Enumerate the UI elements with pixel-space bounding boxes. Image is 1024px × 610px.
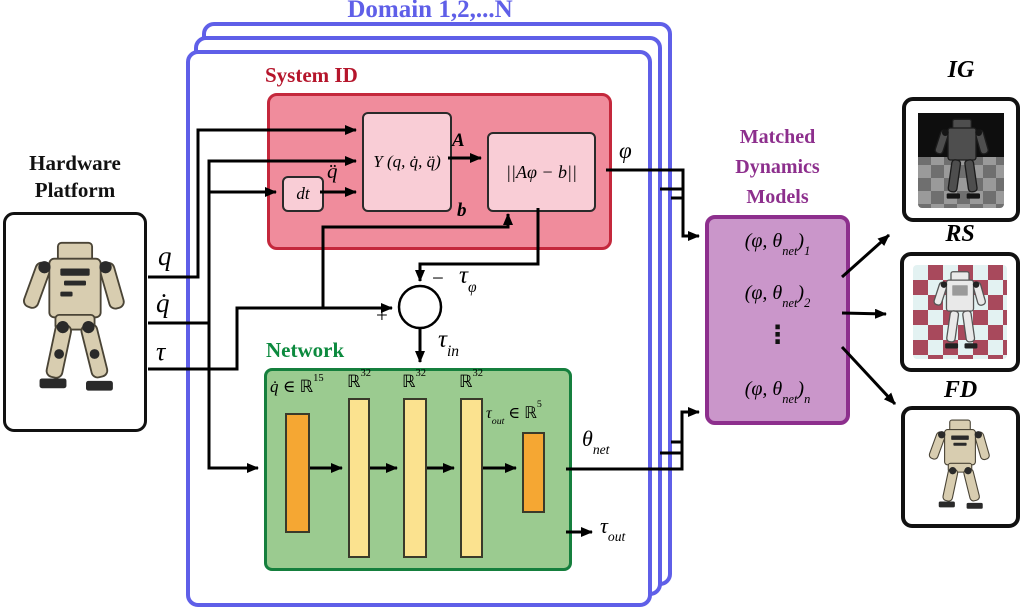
dt-label: dt: [296, 184, 310, 203]
entry2-close: ): [797, 282, 805, 304]
network-hidden-bar-3: [460, 398, 483, 558]
hidden2-set: ℝ: [402, 372, 416, 392]
hidden3-set: ℝ: [459, 372, 473, 392]
label-b: b: [457, 200, 467, 221]
simulator-box-fd: [901, 406, 1020, 528]
label-qddot: q̈: [327, 159, 338, 183]
simulator-label-fd: FD: [943, 377, 978, 403]
input-dim-pre: q̇ ∈: [270, 377, 300, 396]
tau-in-sub: in: [446, 343, 460, 361]
network-hidden-bar-1: [348, 398, 370, 558]
entry1-sub: net: [782, 243, 798, 258]
entryn-index: n: [804, 391, 811, 406]
network-output-dim-label: τout ∈ ℝ5: [486, 400, 542, 427]
theta-net-base: θ: [582, 426, 593, 451]
theta-net-sub: net: [592, 442, 610, 458]
simulator-box-ig: [902, 97, 1020, 222]
system-id-label: System ID: [265, 63, 358, 87]
network-input-bar: [285, 413, 310, 533]
matched-title-line2: Dynamics: [735, 156, 820, 178]
tau-out-sub: out: [607, 529, 626, 545]
matched-models-title: Matched Dynamics Models: [705, 122, 850, 212]
hidden1-set: ℝ: [347, 372, 361, 392]
label-qdot: q̇: [156, 288, 170, 318]
network-label: Network: [266, 338, 345, 362]
label-A: A: [452, 130, 465, 151]
hidden2-sup: 32: [415, 367, 426, 379]
network-input-dim-label: q̇ ∈ ℝ15: [270, 373, 324, 397]
residual-block: ||Aφ − b||: [487, 132, 596, 212]
tau-phi-sub: φ: [467, 279, 477, 297]
hidden1-sup: 32: [360, 367, 371, 379]
label-tau-out: τout: [600, 513, 625, 544]
matched-entry-n: (φ, θnet)n: [705, 378, 850, 405]
label-q: q: [158, 241, 172, 271]
entryn-sub: net: [782, 391, 798, 406]
matched-models-box: [705, 215, 850, 425]
hardware-robot-image: [22, 241, 125, 391]
entry1-close: ): [797, 230, 805, 252]
regressor-block: Y (q, q̇, q̈): [362, 112, 452, 212]
hardware-title-line2: Platform: [34, 178, 116, 202]
simulator-label-ig: IG: [947, 57, 975, 83]
hardware-box: [3, 212, 147, 432]
matched-entry-2: (φ, θnet)2: [705, 282, 850, 309]
simulator-box-rs: [900, 252, 1020, 372]
entry2-index: 2: [804, 295, 811, 310]
network-hidden-bar-2: [403, 398, 427, 558]
output-dim-mid: ∈: [504, 405, 525, 422]
rs-robot-image: [933, 271, 987, 349]
output-dim-sub: out: [491, 416, 505, 428]
label-theta-net: θnet: [582, 426, 609, 457]
entryn-close: ): [797, 378, 805, 400]
hidden3-sup: 32: [472, 367, 483, 379]
matched-entry-1: (φ, θnet)1: [705, 230, 850, 257]
output-dim-sup: 5: [536, 399, 542, 411]
tau-in-base: τ: [438, 326, 447, 353]
matched-title-line1: Matched: [739, 126, 816, 148]
dt-block: dt: [282, 176, 324, 212]
entry2-sub: net: [782, 295, 798, 310]
label-phi: φ: [619, 138, 632, 163]
ig-robot-image: [934, 118, 989, 199]
simulator-label-rs: RS: [945, 221, 975, 247]
input-dim-set: ℝ: [299, 377, 314, 397]
entry2-pre: (φ, θ: [744, 282, 783, 304]
network-output-bar: [522, 432, 545, 513]
tau-phi-base: τ: [459, 262, 468, 289]
matched-entries-ellipsis: ⋮: [765, 320, 790, 349]
input-dim-sup: 15: [313, 372, 324, 384]
matched-title-line3: Models: [746, 186, 809, 208]
hardware-title: Hardware Platform: [4, 150, 146, 204]
label-tau-in: τin: [438, 326, 459, 360]
entryn-pre: (φ, θ: [744, 378, 783, 400]
regressor-label: Y (q, q̇, q̈): [373, 152, 441, 171]
domain-title: Domain 1,2,...N: [347, 0, 513, 23]
entry1-pre: (φ, θ: [744, 230, 783, 252]
hardware-title-line1: Hardware: [29, 151, 121, 175]
residual-label: ||Aφ − b||: [506, 161, 577, 182]
label-plus: +: [376, 303, 388, 327]
entry1-index: 1: [804, 243, 811, 258]
output-dim-base: τ: [486, 405, 492, 422]
hidden-dim-label-3: ℝ32: [459, 368, 483, 392]
hidden-dim-label-1: ℝ32: [347, 368, 371, 392]
label-tau: τ: [156, 337, 166, 366]
label-tau-phi: τφ: [459, 262, 477, 296]
output-dim-set: ℝ: [524, 403, 537, 422]
hidden-dim-label-2: ℝ32: [402, 368, 426, 392]
tau-out-base: τ: [600, 513, 608, 538]
label-minus: −: [432, 266, 444, 290]
fd-robot-image: [928, 419, 990, 509]
